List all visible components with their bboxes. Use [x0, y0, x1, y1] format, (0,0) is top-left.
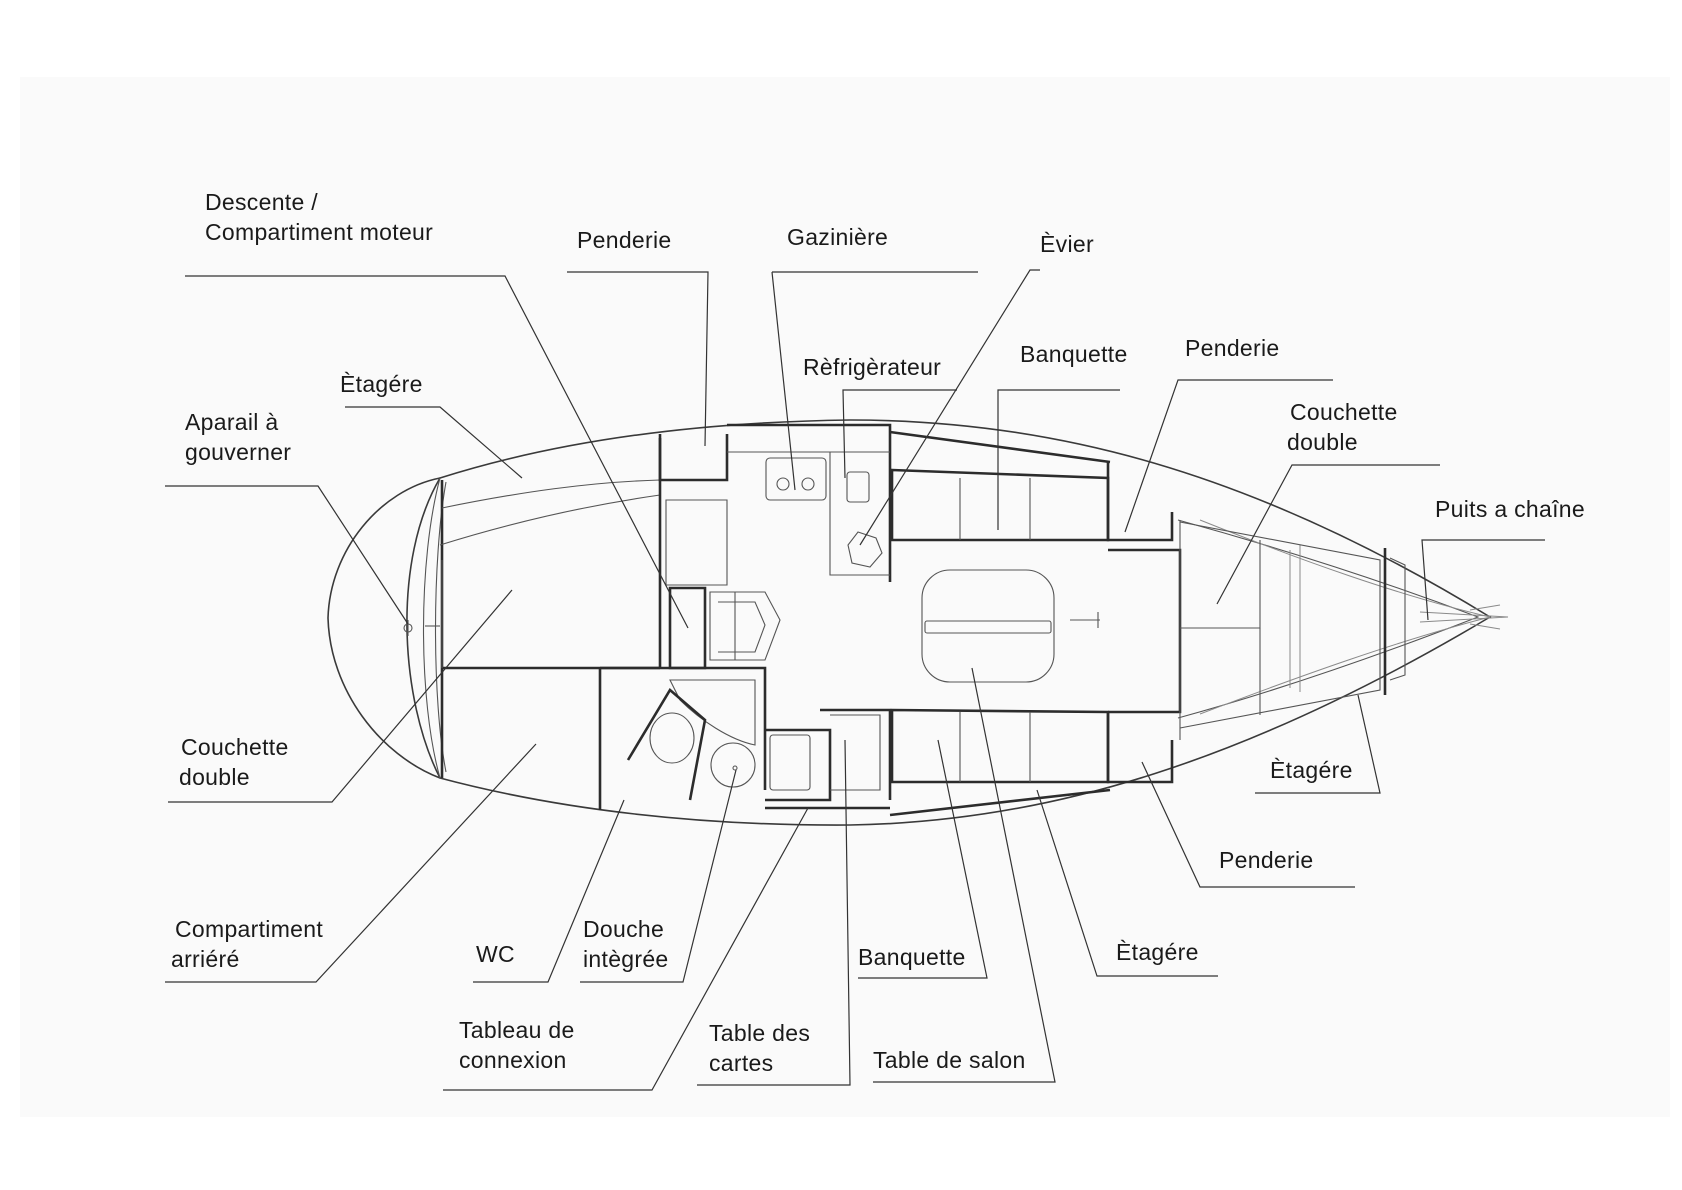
leader-lines — [165, 269, 1545, 1091]
label-aparail-line1: Aparail à — [185, 409, 278, 435]
label-banquette-top: Banquette — [1020, 341, 1128, 367]
label-evier: Èvier — [1040, 231, 1094, 257]
label-douche-line1: Douche — [583, 916, 664, 942]
label-penderie-bottom: Penderie — [1219, 847, 1313, 873]
label-couchette-stern-line1: Couchette — [181, 734, 289, 760]
label-etagere-bow: Ètagére — [1270, 757, 1353, 783]
label-refrigerateur: Rèfrigèrateur — [803, 354, 941, 380]
label-table-cartes-line2: cartes — [709, 1050, 773, 1076]
label-couchette-stern-line2: double — [179, 764, 250, 790]
saloon — [889, 430, 1111, 817]
label-wc: WC — [476, 941, 515, 967]
nav-station — [765, 708, 892, 810]
label-douche-line2: intègrée — [583, 946, 669, 972]
galley-block — [658, 423, 892, 670]
heads-compartment — [600, 666, 767, 801]
hull-outline — [327, 419, 1509, 826]
label-puits: Puits a chaîne — [1435, 496, 1585, 522]
label-etagere-top-left: Ètagére — [340, 371, 423, 397]
label-tableau-line1: Tableau de — [459, 1017, 575, 1043]
label-penderie-top: Penderie — [577, 227, 671, 253]
label-descente-line1: Descente / — [205, 189, 318, 215]
label-penderie-top-right: Penderie — [1185, 335, 1279, 361]
label-compartiment-line2: arriéré — [171, 946, 240, 972]
label-table-salon: Table de salon — [873, 1047, 1026, 1073]
label-gaziniere: Gazinière — [787, 224, 888, 250]
label-aparail-line2: gouverner — [185, 439, 291, 465]
label-couchette-bow-line1: Couchette — [1290, 399, 1398, 425]
labels: Descente / Compartiment moteur Penderie … — [171, 189, 1585, 1076]
label-compartiment-line1: Compartiment — [175, 916, 323, 942]
label-banquette-bottom: Banquette — [858, 944, 966, 970]
aft-cabins — [403, 438, 662, 810]
forward-cabin — [1106, 462, 1406, 784]
label-couchette-bow-line2: double — [1287, 429, 1358, 455]
label-table-cartes-line1: Table des — [709, 1020, 810, 1046]
label-descente-line2: Compartiment moteur — [205, 219, 433, 245]
diagram-sheet — [20, 77, 1670, 1117]
label-tableau-line2: connexion — [459, 1047, 567, 1073]
label-etagere-bottom: Ètagére — [1116, 939, 1199, 965]
